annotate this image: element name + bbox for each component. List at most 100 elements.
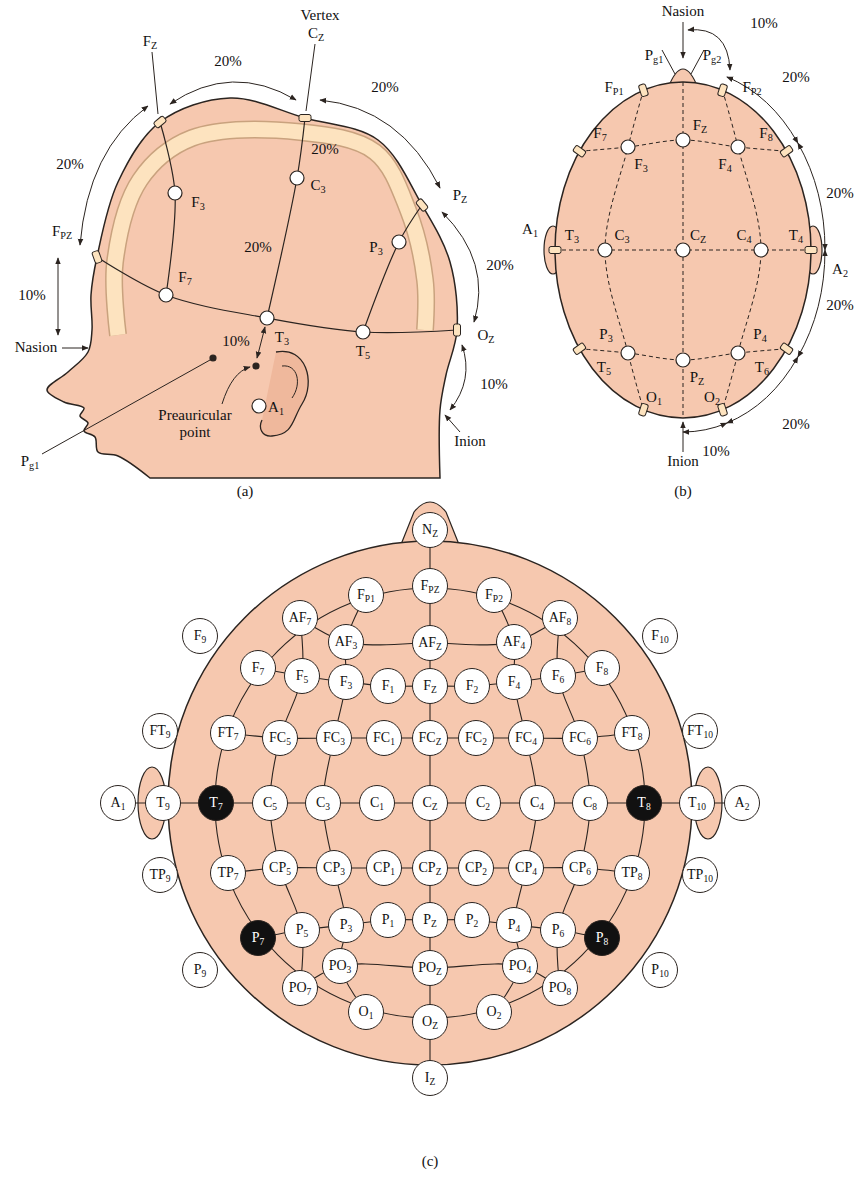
electrode-circle: CP3 [316,850,352,886]
electrode-circle: F5 [284,658,320,694]
electrode-label: PO3 [329,959,352,973]
label-subscript: 2 [497,1011,502,1021]
electrode-label: F3 [191,194,204,211]
label-base: AF [418,635,436,650]
electrode-label: PO8 [549,981,572,995]
electrode-label: F7 [252,661,265,675]
label-subscript: Z [436,642,442,652]
electrode-circle: F10 [642,618,678,654]
electrode-circle: P10 [642,952,678,988]
electrode-label: AF4 [503,635,526,649]
label-base: CP [419,860,436,875]
label-subscript: 8 [768,132,773,143]
label-subscript: 5 [365,350,370,361]
dimension-arrow [727,357,798,423]
label-base: C [736,227,746,243]
electrode-circle: F9 [182,618,218,654]
electrode-label: F6 [552,669,565,683]
electrode-pad [92,250,103,264]
label-subscript: 3 [347,965,352,975]
electrode-label: F5 [296,669,309,683]
label-base: F [252,660,260,675]
label-subscript: P1 [613,86,624,97]
electrode-pad [573,145,587,158]
label-base: C [583,795,592,810]
label-subscript: 1 [390,867,395,877]
electrode-label: POZ [418,961,442,975]
label-base: PO [509,958,527,973]
pointer-arrow [683,422,684,452]
label-base: P [508,917,516,932]
electrode-line [97,257,457,333]
electrode-label: C4 [736,227,751,244]
label-base: F [178,269,186,285]
label-subscript: P2 [493,594,503,604]
label-subscript: 8 [592,802,597,812]
label-subscript: P1 [365,594,375,604]
electrode-label: P6 [552,923,565,937]
electrode-circle: PO8 [542,970,578,1006]
electrode-circle: CZ [412,785,448,821]
electrode-circle: FPZ [412,568,448,604]
label-base: P [194,962,202,977]
electrode-label: CP6 [569,861,591,875]
label-base: N [422,522,432,537]
label-subscript: 8 [638,732,643,742]
electrode-label: T4 [789,227,803,244]
electrode-label: T10 [688,796,706,810]
electrode-label: (c) [422,1153,439,1170]
electrode-label: AF7 [289,611,312,625]
pointer-arrow [445,415,460,432]
label-base: AF [289,610,307,625]
electrode-label: P5 [296,923,309,937]
electrode-circle: AF3 [328,624,364,660]
label-subscript: 2 [482,737,487,747]
electrode-circle: F1 [370,668,406,704]
label-subscript: Z [436,867,442,877]
label-base: C [263,795,272,810]
electrode-dot [290,171,304,185]
electrode-label: FZ [423,679,437,693]
label-base: P [21,453,29,469]
electrode-circle: NZ [412,512,448,548]
electrode-label: TP9 [149,868,170,882]
label-subscript: 10 [703,730,713,740]
label-subscript: 6 [764,366,769,377]
ear-electrode [252,399,266,413]
label-base: T [637,795,646,810]
electrode-label: FC2 [465,731,487,745]
electrode-circle: O2 [476,994,512,1030]
electrode-circle: P6 [540,912,576,948]
electrode-circle: TP9 [142,857,178,893]
label-base: C [370,795,379,810]
electrode-circle: TP7 [210,855,246,891]
electrode-circle: FCZ [412,720,448,756]
label-base: FC [373,730,390,745]
label-subscript: 8 [638,872,643,882]
landmark-dot [253,363,259,369]
electrode-circle: AF4 [496,624,532,660]
label-base: FC [515,730,532,745]
electrode-circle: FP2 [476,577,512,613]
electrode-circle: FC6 [562,720,598,756]
label-base: C [308,25,318,41]
electrode-label: Inion [667,453,699,470]
electrode-label: FPZ [421,579,440,593]
electrode-label: F2 [466,679,479,693]
electrode-label: A1 [268,399,284,416]
label-subscript: 1 [533,228,538,239]
label-subscript: 4 [762,333,767,344]
electrode-label: 10% [480,376,508,393]
label-base: TP [149,867,165,882]
label-base: T [156,795,165,810]
electrode-label: 20% [371,79,399,96]
electrode-circle: FC2 [458,720,494,756]
electrode-label: Pg2 [703,47,722,64]
electrode-circle: F7 [240,650,276,686]
label-base: T [565,227,574,243]
electrode-circle: P5 [284,912,320,948]
label-base: FC [465,730,482,745]
label-subscript: 7 [260,667,265,677]
label-subscript: P2 [751,86,762,97]
label-subscript: 2 [715,396,720,407]
